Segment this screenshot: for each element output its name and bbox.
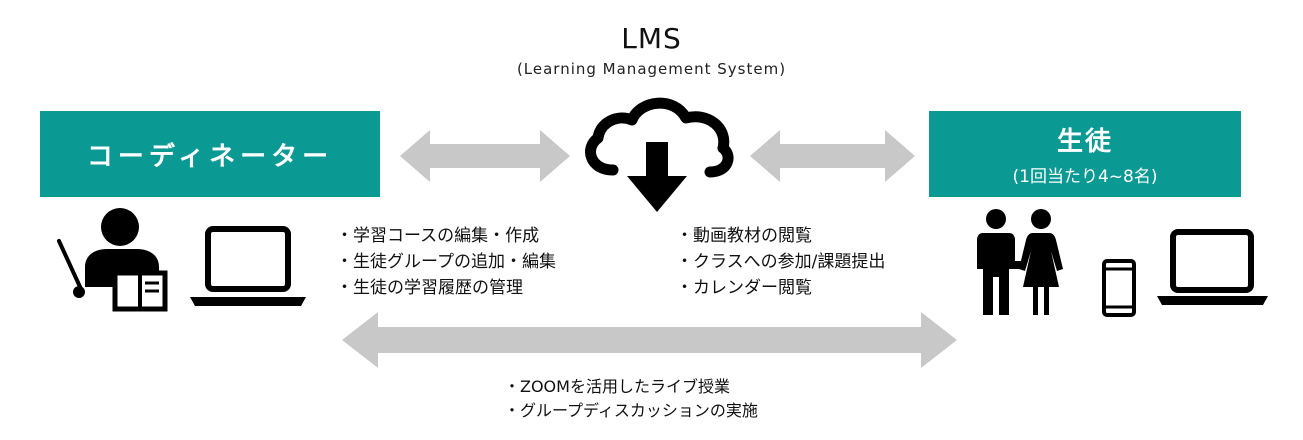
student-label: 生徒 bbox=[1056, 127, 1113, 157]
cloud-download-icon bbox=[585, 97, 734, 212]
list-item: ・カレンダー閲覧 bbox=[676, 278, 812, 298]
lms-subtitle: (Learning Management System) bbox=[516, 60, 787, 78]
live-session-arrow bbox=[342, 312, 957, 368]
list-item: ・クラスへの参加/課題提出 bbox=[676, 252, 886, 272]
lms-student-arrow bbox=[750, 130, 915, 182]
students-icon bbox=[977, 209, 1063, 315]
lms-title: LMS bbox=[621, 22, 682, 55]
smartphone-icon bbox=[1102, 259, 1136, 317]
live-session-list: ・ZOOMを活用したライブ授業 ・グループディスカッションの実施 bbox=[504, 375, 758, 423]
list-item: ・学習コースの編集・作成 bbox=[336, 226, 540, 246]
student-sublabel: (1回当たり4~8名) bbox=[1012, 167, 1158, 187]
coordinator-feature-list: ・学習コースの編集・作成 ・生徒グループの追加・編集 ・生徒の学習履歴の管理 bbox=[336, 223, 556, 301]
student-box: 生徒 (1回当たり4~8名) bbox=[929, 111, 1241, 197]
list-item: ・動画教材の閲覧 bbox=[676, 226, 812, 246]
list-item: ・生徒グループの追加・編集 bbox=[336, 252, 556, 272]
list-item: ・グループディスカッションの実施 bbox=[504, 401, 758, 420]
coordinator-label: コーディネーター bbox=[86, 141, 334, 172]
laptop-icon bbox=[1157, 229, 1268, 305]
list-item: ・ZOOMを活用したライブ授業 bbox=[504, 377, 730, 396]
laptop-icon bbox=[190, 226, 306, 306]
coordinator-lms-arrow bbox=[400, 130, 570, 182]
lms-feature-list: ・動画教材の閲覧 ・クラスへの参加/課題提出 ・カレンダー閲覧 bbox=[676, 223, 885, 301]
teacher-icon bbox=[57, 208, 168, 312]
coordinator-box: コーディネーター bbox=[40, 111, 380, 197]
list-item: ・生徒の学習履歴の管理 bbox=[336, 278, 523, 298]
